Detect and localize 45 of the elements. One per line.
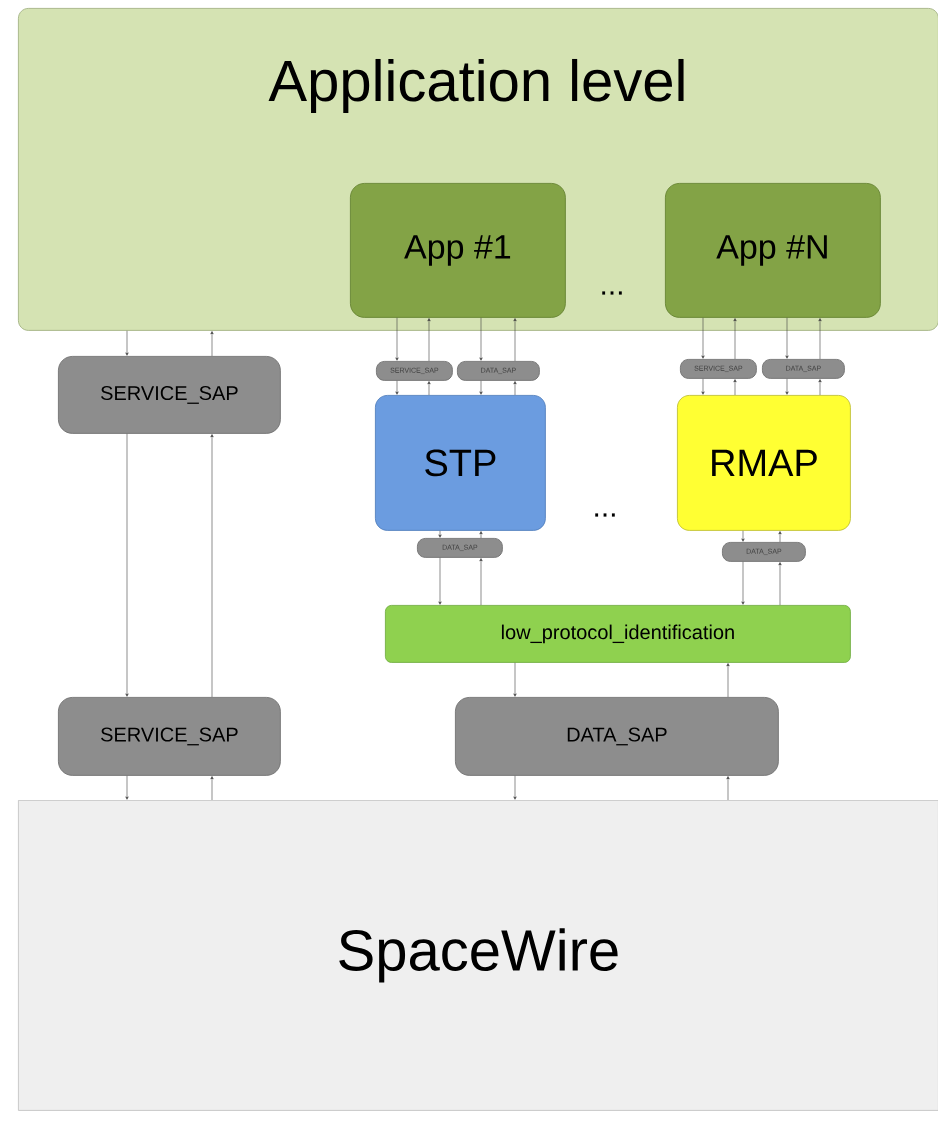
arrow: [513, 318, 517, 362]
sap-box: DATA_SAP: [455, 697, 779, 776]
arrow: [701, 317, 705, 359]
protocol-box: RMAP: [677, 395, 851, 531]
ellipsis: ...: [595, 513, 615, 517]
arrow: [741, 530, 745, 542]
arrow: [479, 380, 483, 395]
identification-box: low_protocol_identification: [385, 605, 851, 663]
arrow: [778, 562, 782, 606]
arrow: [818, 379, 822, 396]
arrow: [479, 317, 483, 361]
arrow: [513, 662, 517, 697]
arrow: [513, 381, 517, 396]
protocol-box: STP: [375, 395, 546, 531]
arrow: [395, 380, 399, 395]
arrow: [210, 776, 214, 801]
ellipsis: ...: [602, 291, 622, 295]
arrow: [818, 318, 822, 360]
arrow: [479, 531, 483, 539]
arrow: [513, 775, 517, 800]
arrow: [733, 379, 737, 396]
app-box: App #1: [350, 183, 566, 318]
arrow: [726, 776, 730, 801]
app-box: App #N: [665, 183, 881, 318]
arrow: [210, 331, 214, 357]
arrow: [125, 433, 129, 697]
arrow: [438, 557, 442, 605]
arrow: [726, 663, 730, 698]
arrow: [741, 561, 745, 605]
arrow: [438, 530, 442, 538]
layer-band: SpaceWire: [18, 800, 938, 1111]
arrow: [479, 558, 483, 606]
arrow: [210, 434, 214, 698]
arrow: [701, 378, 705, 395]
arrow: [785, 317, 789, 359]
arrow: [395, 317, 399, 361]
arrow: [778, 531, 782, 543]
sap-box: SERVICE_SAP: [58, 697, 281, 776]
sap-box: SERVICE_SAP: [58, 356, 281, 434]
arrow: [427, 318, 431, 362]
arrow: [125, 775, 129, 800]
arrow: [427, 381, 431, 396]
arrow: [733, 318, 737, 360]
arrow: [125, 330, 129, 356]
arrow: [785, 378, 789, 395]
